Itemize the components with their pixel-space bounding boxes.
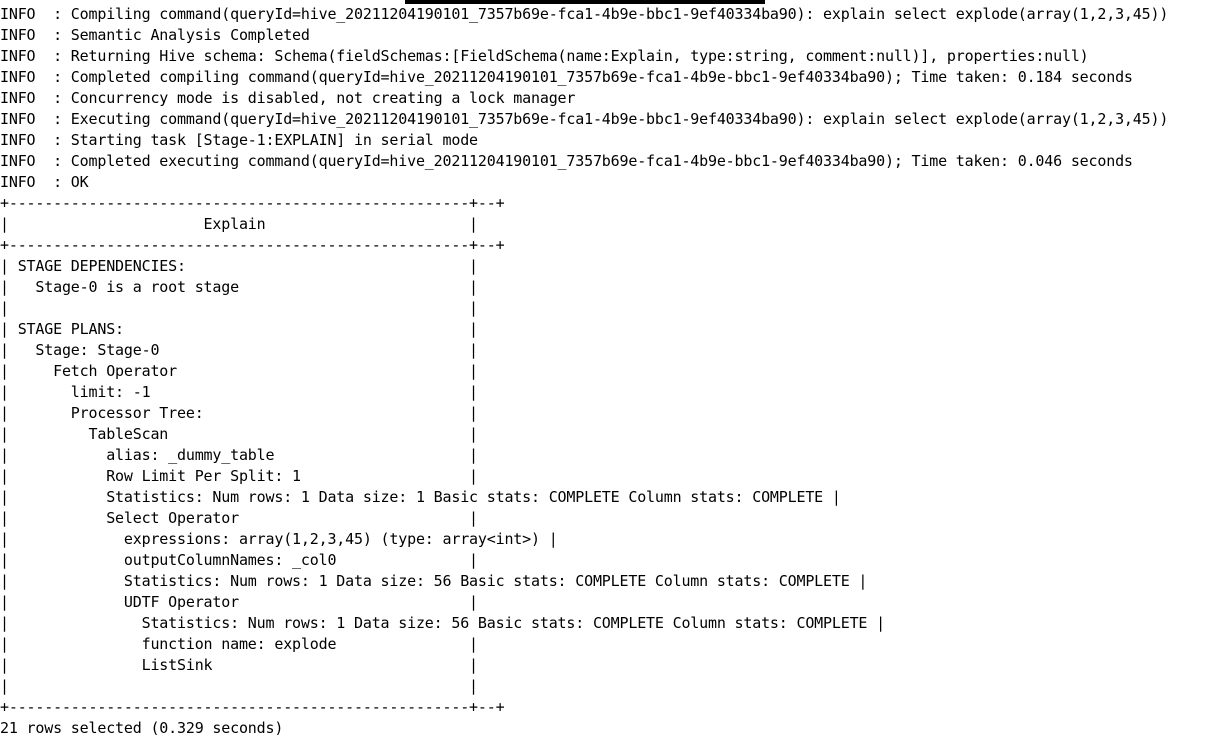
log-line: INFO : Semantic Analysis Completed <box>0 26 310 44</box>
table-row: | Select Operator | <box>0 509 478 527</box>
table-row: | Statistics: Num rows: 1 Data size: 56 … <box>0 572 868 590</box>
table-row: | function name: explode | <box>0 635 478 653</box>
table-row: | Stage: Stage-0 | <box>0 341 478 359</box>
table-row: | outputColumnNames: _col0 | <box>0 551 478 569</box>
table-row: | Fetch Operator | <box>0 362 478 380</box>
log-line: INFO : OK <box>0 173 89 191</box>
table-border-bottom: +---------------------------------------… <box>0 698 505 716</box>
table-row: | STAGE DEPENDENCIES: | <box>0 257 478 275</box>
table-row: | TableScan | <box>0 425 478 443</box>
log-line: INFO : Concurrency mode is disabled, not… <box>0 89 576 107</box>
log-line: INFO : Executing command(queryId=hive_20… <box>0 110 1169 128</box>
table-border-top: +---------------------------------------… <box>0 194 505 212</box>
table-row: | | <box>0 299 478 317</box>
log-line: INFO : Completed executing command(query… <box>0 152 1133 170</box>
table-row: | expressions: array(1,2,3,45) (type: ar… <box>0 530 558 548</box>
log-line: INFO : Completed compiling command(query… <box>0 68 1133 86</box>
table-row: | ListSink | <box>0 656 478 674</box>
footer-line: 21 rows selected (0.329 seconds) <box>0 719 284 737</box>
table-row: | Processor Tree: | <box>0 404 478 422</box>
log-line: INFO : Returning Hive schema: Schema(fie… <box>0 47 1089 65</box>
table-row: | Stage-0 is a root stage | <box>0 278 478 296</box>
table-row: | alias: _dummy_table | <box>0 446 478 464</box>
table-row: | Row Limit Per Split: 1 | <box>0 467 478 485</box>
table-row: | STAGE PLANS: | <box>0 320 478 338</box>
selection-highlight-bar <box>405 0 765 4</box>
table-header: | Explain | <box>0 215 478 233</box>
table-row: | limit: -1 | <box>0 383 478 401</box>
table-row: | Statistics: Num rows: 1 Data size: 56 … <box>0 614 885 632</box>
log-line: INFO : Starting task [Stage-1:EXPLAIN] i… <box>0 131 478 149</box>
log-line: INFO : Compiling command(queryId=hive_20… <box>0 5 1169 23</box>
table-row: | | <box>0 677 478 695</box>
table-border-mid: +---------------------------------------… <box>0 236 505 254</box>
table-row: | Statistics: Num rows: 1 Data size: 1 B… <box>0 488 841 506</box>
table-row: | UDTF Operator | <box>0 593 478 611</box>
